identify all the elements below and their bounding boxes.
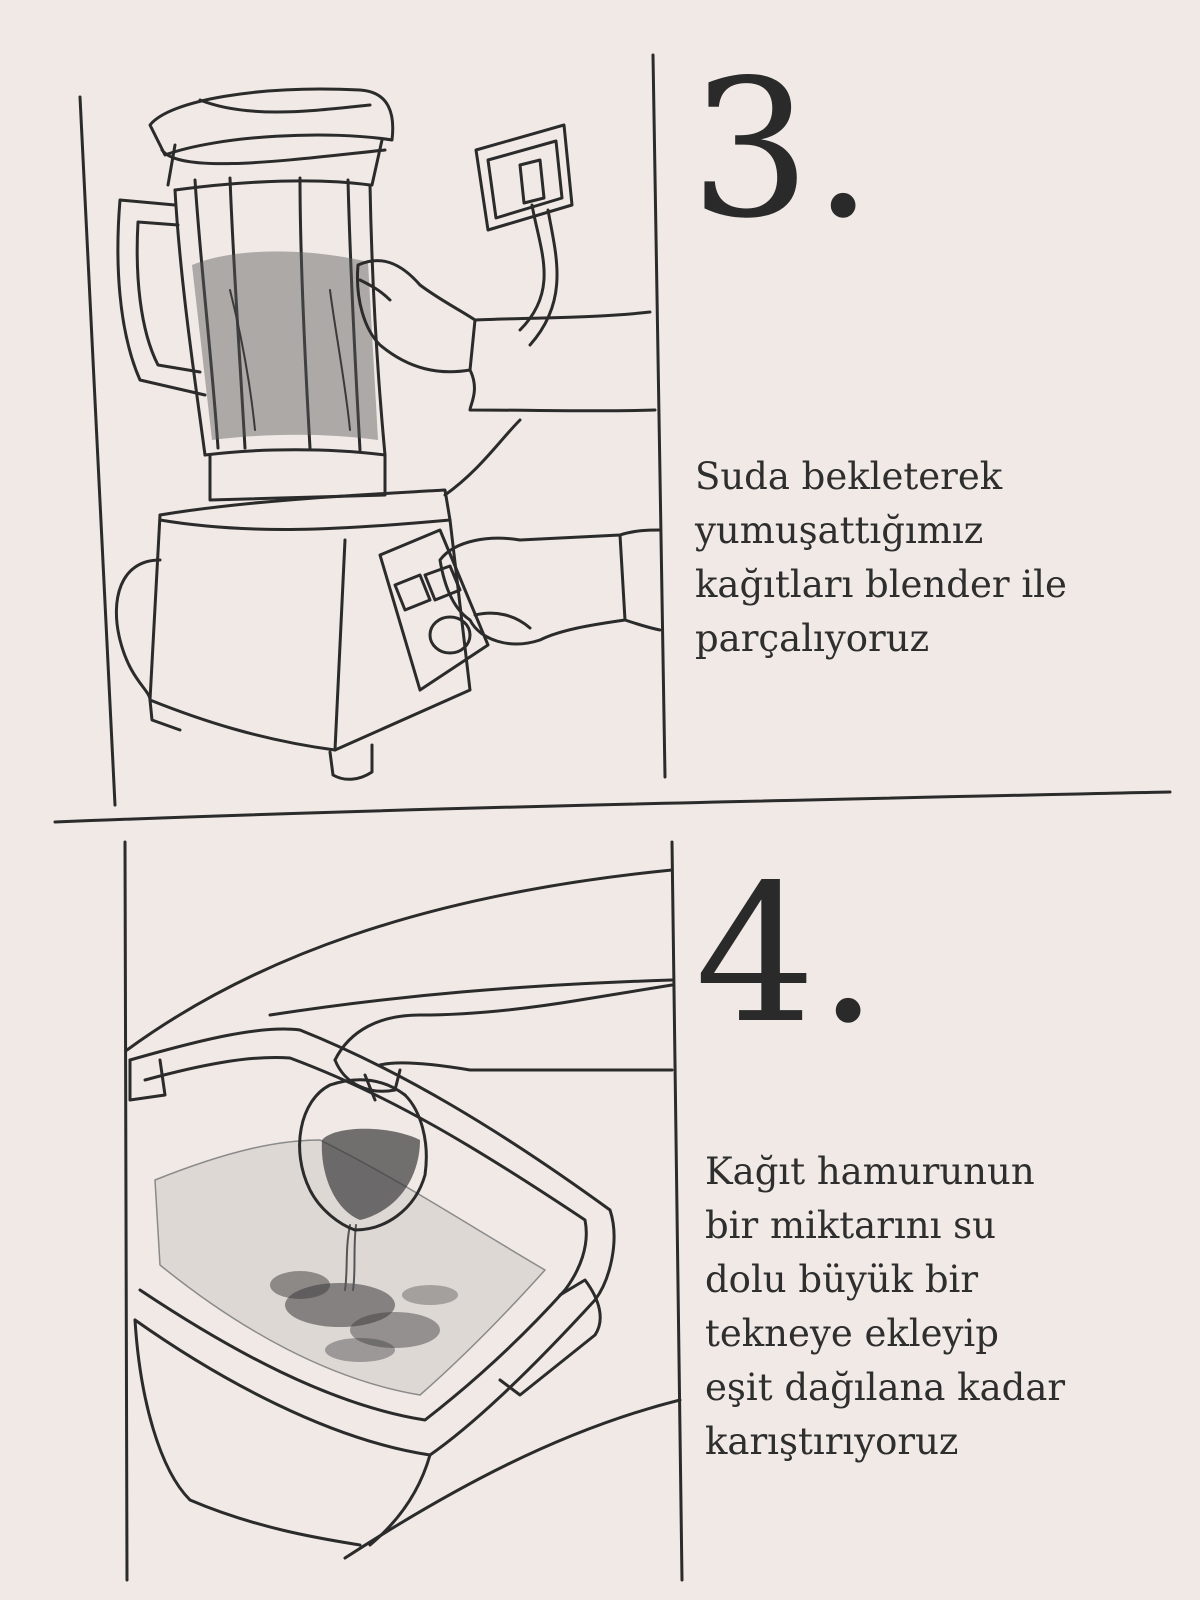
tub-icon [125,868,682,1560]
step-4-line-5: eşit dağılana kadar [705,1366,1066,1409]
step-number-3: 3. [690,39,876,260]
step-4-line-2: bir miktarını su [705,1204,996,1247]
step-3-line-1: Suda bekleterek [695,455,1003,498]
pulp-spread [270,1271,458,1362]
panel-frame [53,53,1172,1582]
step-3-line-4: parçalıyoruz [695,617,930,660]
step-4-line-1: Kağıt hamurunun [705,1150,1035,1193]
blender-icon [114,87,662,781]
step-4-line-3: dolu büyük bir [705,1258,979,1301]
step-3-line-3: kağıtları blender ile [695,563,1067,606]
step-4-line-4: tekneye ekleyip [705,1312,999,1355]
step-3-line-2: yumuşattığımız [695,509,984,552]
step-3-description: Suda bekleterek yumuşattığımız kağıtları… [695,450,1067,666]
step-4-description: Kağıt hamurunun bir miktarını su dolu bü… [705,1145,1065,1469]
step-number-4: 4. [695,844,881,1065]
step-4-line-6: karıştırıyoruz [705,1420,959,1463]
